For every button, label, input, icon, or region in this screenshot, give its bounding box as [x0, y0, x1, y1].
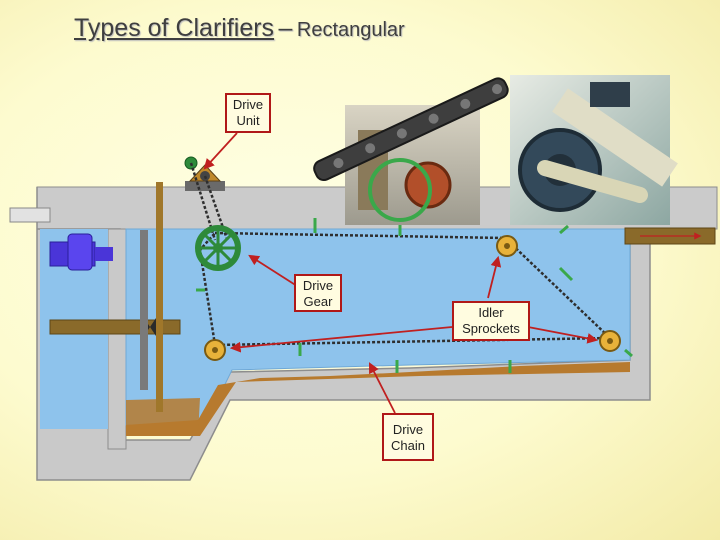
flights	[196, 218, 633, 373]
chain-photo-inset	[313, 77, 509, 225]
sludge-hopper	[126, 398, 200, 436]
title-main: Types of Clarifiers	[74, 14, 275, 42]
scum-pipe	[156, 182, 163, 412]
title-subtitle: Rectangular	[296, 19, 405, 41]
idler-sprockets	[204, 235, 621, 361]
sludge-layer	[126, 362, 630, 436]
inlet-baffle	[140, 230, 148, 390]
title-dash: –	[278, 14, 293, 42]
drive-gear	[195, 225, 241, 271]
drive-unit-callout: Drive Unit	[225, 93, 271, 133]
drive-chain-callout: Drive Chain	[382, 413, 434, 461]
drive-unit	[184, 156, 225, 191]
drive-gear-callout: Drive Gear	[294, 274, 342, 312]
slide-title: Types of Clarifiers – Rectangular	[74, 14, 405, 43]
sprocket-photo-inset	[510, 75, 678, 225]
idler-sprockets-callout: Idler Sprockets	[452, 301, 530, 341]
callout-arrows	[203, 132, 599, 414]
